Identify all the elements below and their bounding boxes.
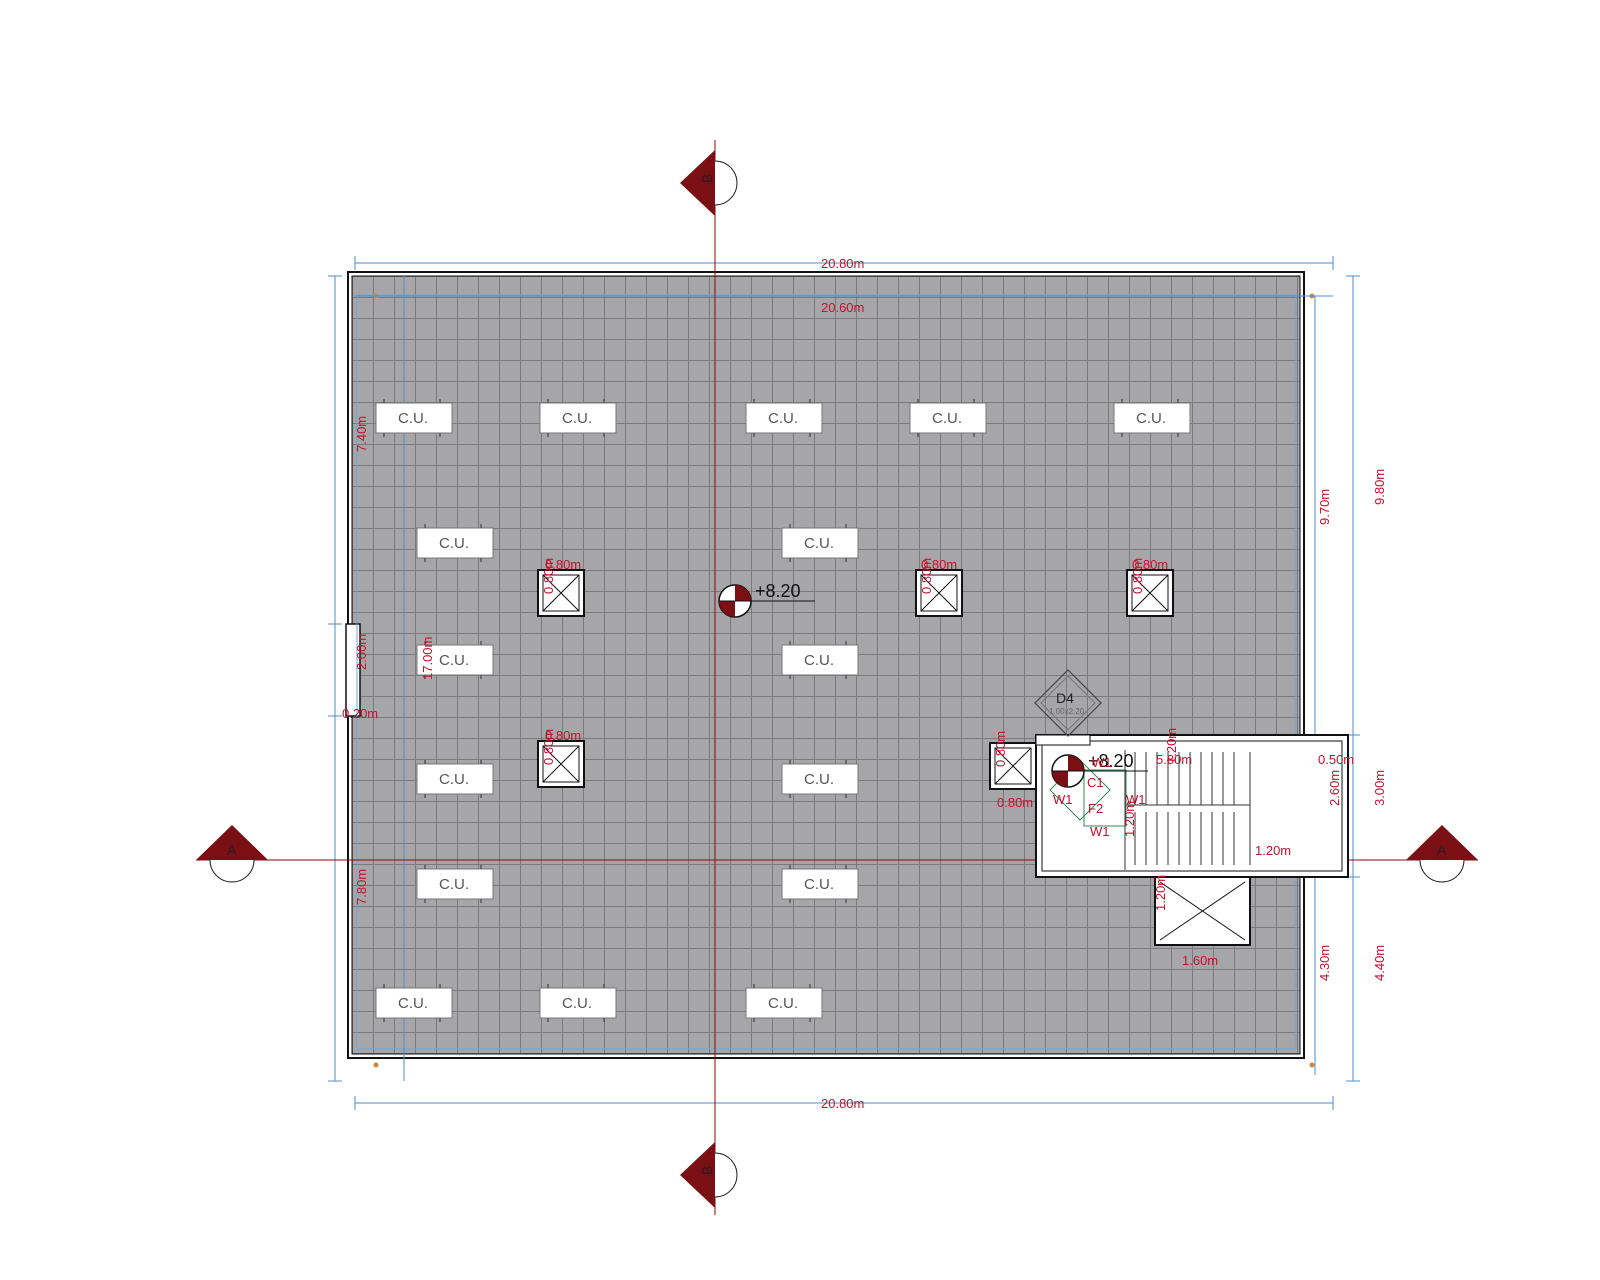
condenser-unit-label: C.U.	[932, 410, 962, 427]
dim-stair-width: 5.80m	[1156, 752, 1192, 767]
roof-opening-4	[537, 740, 585, 788]
condenser-unit: C.U.	[416, 641, 494, 679]
condenser-unit-label: C.U.	[562, 410, 592, 427]
dim-left-notch: 0.20m	[342, 706, 378, 721]
dim-right-lower-inner: 4.30m	[1317, 945, 1332, 981]
roof-openings	[537, 569, 1251, 946]
tag-w1-b: W1	[1126, 792, 1146, 807]
dim-left-upper: 7.40m	[354, 416, 369, 452]
dim-lower-opening-w: 1.60m	[1182, 953, 1218, 968]
condenser-unit-label: C.U.	[562, 995, 592, 1012]
roof-opening-3	[1126, 569, 1174, 617]
dim-top-overall: 20.80m	[821, 256, 864, 271]
condenser-unit: C.U.	[745, 984, 823, 1022]
dimension-labels: 20.80m 20.60m 20.80m 7.40m 2.00m 0.20m 1…	[342, 256, 1387, 1111]
dim-right-overall: 9.80m	[1372, 469, 1387, 505]
condenser-unit: C.U.	[781, 760, 859, 798]
condenser-unit: C.U.	[416, 760, 494, 798]
condenser-unit: C.U.	[539, 984, 617, 1022]
tag-c1: C1	[1087, 775, 1104, 790]
door-tag-size: 1.00x2.20	[1049, 707, 1085, 716]
condenser-unit: C.U.	[416, 524, 494, 562]
condenser-unit-label: C.U.	[804, 876, 834, 893]
dim-right-stair: 3.00m	[1372, 770, 1387, 806]
section-marker-b-bottom: B	[680, 1142, 738, 1208]
section-marker-a-left: A	[196, 825, 268, 883]
dim-opening-3-w: 0.80m	[1132, 557, 1168, 572]
section-label-a-left: A	[227, 842, 237, 858]
dim-bottom-overall: 20.80m	[821, 1096, 864, 1111]
level-label-stair: +8.20	[1088, 751, 1134, 771]
condenser-unit: C.U.	[745, 399, 823, 437]
dim-stair-depth: 2.60m	[1327, 770, 1342, 806]
roof-opening-2	[915, 569, 963, 617]
dimension-lines	[328, 256, 1360, 1110]
dim-opening-2-w: 0.80m	[921, 557, 957, 572]
condenser-unit-label: C.U.	[804, 535, 834, 552]
stair-enclosure	[1035, 734, 1349, 878]
condenser-unit-label: C.U.	[398, 995, 428, 1012]
condenser-unit: C.U.	[781, 524, 859, 562]
level-label-main: +8.20	[755, 581, 801, 601]
dim-stair-vertical: 1.20m	[1164, 728, 1179, 764]
tag-w1-d: W1	[1092, 755, 1112, 770]
condenser-unit: C.U.	[781, 641, 859, 679]
condenser-unit-label: C.U.	[1136, 410, 1166, 427]
dim-lower-opening-h: 1.20m	[1153, 875, 1168, 911]
tag-w1-a: W1	[1053, 792, 1073, 807]
condenser-unit-label: C.U.	[439, 876, 469, 893]
condenser-unit-label: C.U.	[439, 652, 469, 669]
dim-left-lower: 7.80m	[354, 869, 369, 905]
roof-opening-5	[989, 742, 1037, 790]
condenser-unit: C.U.	[375, 399, 453, 437]
condenser-unit: C.U.	[1113, 399, 1191, 437]
level-marker-main: +8.20	[718, 581, 815, 618]
dim-right-lower: 4.40m	[1372, 945, 1387, 981]
condenser-unit: C.U.	[416, 865, 494, 903]
section-label-a-right: A	[1437, 842, 1447, 858]
dim-opening-3-h: 0.80m	[1130, 558, 1145, 594]
condenser-unit-label: C.U.	[439, 535, 469, 552]
dim-opening-1-h: 0.80m	[541, 558, 556, 594]
condenser-unit-label: C.U.	[398, 410, 428, 427]
dim-left-inner: 17.00m	[420, 637, 435, 680]
dim-right-inner-upper: 9.70m	[1317, 489, 1332, 525]
condenser-unit-label: C.U.	[768, 410, 798, 427]
dim-opening-1-w: 0.80m	[545, 557, 581, 572]
dim-opening-5-w: 0.80m	[997, 795, 1033, 810]
dim-opening-4-w: 0.80m	[545, 728, 581, 743]
roof-opening-1	[537, 569, 585, 617]
section-marker-b-top: B	[680, 150, 738, 216]
dim-left-middle: 2.00m	[354, 634, 369, 670]
dim-opening-5-h: 0.80m	[993, 731, 1008, 767]
tag-f2: F2	[1088, 801, 1103, 816]
condenser-unit: C.U.	[375, 984, 453, 1022]
dim-opening-4-h: 0.80m	[541, 729, 556, 765]
condenser-unit-label: C.U.	[804, 652, 834, 669]
section-marker-a-right: A	[1406, 825, 1478, 883]
tag-w1-c: W1	[1090, 824, 1110, 839]
stair-tags: C1 F2 W1 W1 W1 W1	[1053, 755, 1146, 839]
section-label-b-top: B	[699, 174, 715, 183]
dim-stair-landing: 1.20m	[1255, 843, 1291, 858]
dim-top-inner: 20.60m	[821, 300, 864, 315]
condenser-unit-label: C.U.	[439, 771, 469, 788]
condenser-unit-label: C.U.	[804, 771, 834, 788]
dim-opening-2-h: 0.80m	[919, 558, 934, 594]
dim-landing-height: 1.20m	[1122, 801, 1137, 837]
level-marker-stair: +8.20	[1051, 751, 1148, 788]
condenser-unit: C.U.	[781, 865, 859, 903]
condenser-unit-label: C.U.	[768, 995, 798, 1012]
condenser-unit: C.U.	[909, 399, 987, 437]
section-label-b-bottom: B	[699, 1166, 715, 1175]
dim-stair-offset: 0.50m	[1318, 752, 1354, 767]
roof-opening-lower	[1154, 876, 1251, 946]
door-tag-label: D4	[1056, 690, 1074, 706]
condenser-units: C.U. C.U. C.U. C.U. C.U. C.U. C.U. C.U. C.U. C.U.…	[375, 399, 1191, 1022]
door-tag-d4: D4 1.00x2.20	[1034, 669, 1102, 737]
condenser-unit: C.U.	[539, 399, 617, 437]
